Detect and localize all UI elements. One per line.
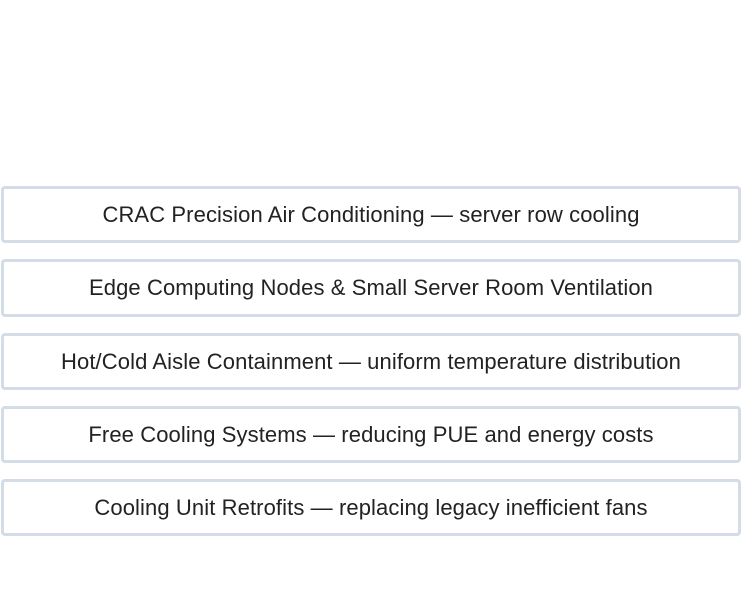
option-free-cooling-systems[interactable]: Free Cooling Systems — reducing PUE and … <box>1 406 741 463</box>
option-label: Edge Computing Nodes & Small Server Room… <box>88 275 654 300</box>
option-crac-precision-air-conditioning[interactable]: CRAC Precision Air Conditioning — server… <box>1 186 741 243</box>
option-hot-cold-aisle-containment[interactable]: Hot/Cold Aisle Containment — uniform tem… <box>1 333 741 390</box>
option-label: Free Cooling Systems — reducing PUE and … <box>88 421 654 447</box>
option-label: Cooling Unit Retrofits — replacing legac… <box>94 494 648 520</box>
option-label: CRAC Precision Air Conditioning — server… <box>102 201 640 227</box>
option-edge-computing-nodes[interactable]: Edge Computing Nodes & Small Server Room… <box>1 259 741 317</box>
option-label: Hot/Cold Aisle Containment — uniform tem… <box>61 348 681 374</box>
option-list: CRAC Precision Air Conditioning — server… <box>1 186 741 536</box>
option-cooling-unit-retrofits[interactable]: Cooling Unit Retrofits — replacing legac… <box>1 479 741 536</box>
